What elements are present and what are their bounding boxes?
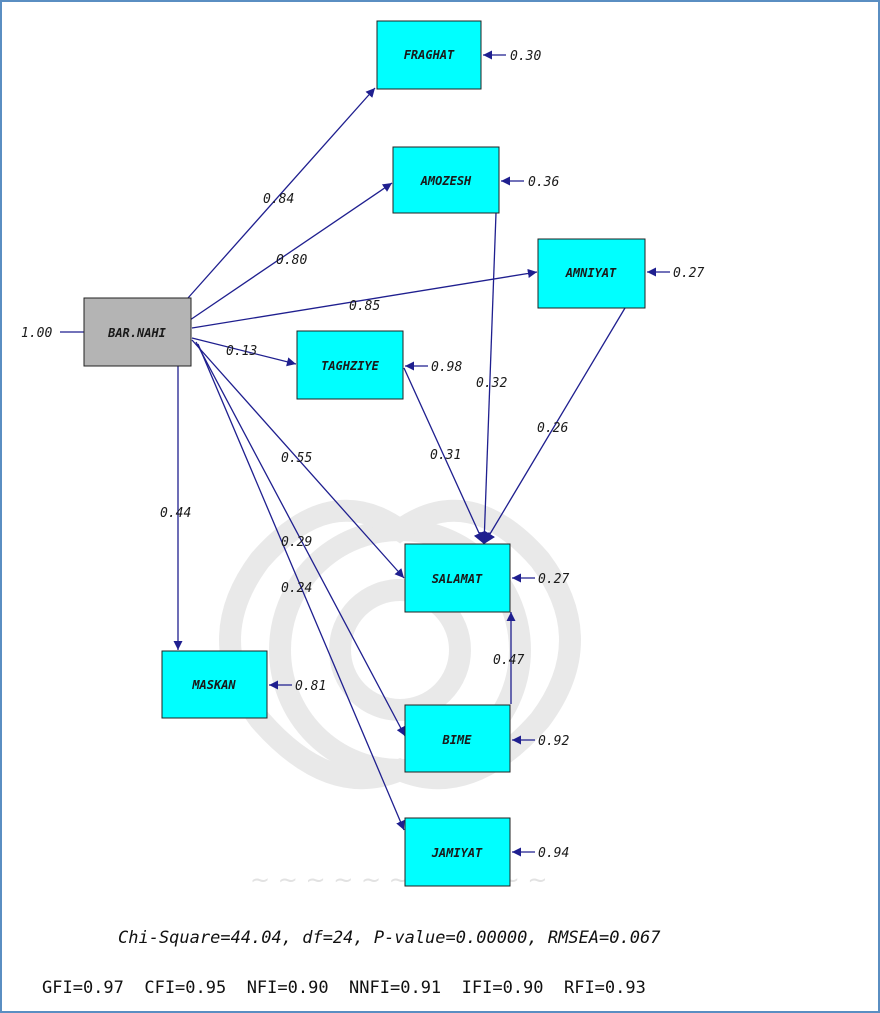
node-barnahi: BAR.NAHI	[83, 297, 192, 367]
coef-amozesh-salamat: 0.32	[476, 376, 507, 391]
error-barnahi: 1.00	[21, 326, 52, 341]
node-bime: BIME	[404, 704, 511, 773]
coef-barnahi-salamat: 0.55	[281, 451, 312, 466]
node-maskan: MASKAN	[161, 650, 268, 719]
fit-stats-line2: GFI=0.97 CFI=0.95 NFI=0.90 NNFI=0.91 IFI…	[42, 978, 646, 998]
coef-barnahi-bime: 0.29	[281, 535, 312, 550]
path-barnahi-bime	[195, 341, 406, 737]
node-fraghat: FRAGHAT	[376, 20, 482, 90]
coef-barnahi-amniyat: 0.85	[349, 299, 380, 314]
error-amozesh: 0.36	[528, 175, 559, 190]
watermark-logo	[219, 499, 581, 790]
node-taghziye: TAGHZIYE	[296, 330, 404, 400]
fit-stats-line1: Chi-Square=44.04, df=24, P-value=0.00000…	[118, 928, 661, 948]
node-jamiyat: JAMIYAT	[404, 817, 511, 887]
coef-barnahi-amozesh: 0.80	[276, 253, 307, 268]
error-jamiyat: 0.94	[538, 846, 569, 861]
node-label: BAR.NAHI	[107, 326, 167, 340]
coef-bime-salamat: 0.47	[493, 653, 524, 668]
node-label: AMNIYAT	[565, 266, 617, 280]
path-lines	[173, 87, 626, 831]
path-amniyat-salamat	[483, 307, 626, 545]
node-label: JAMIYAT	[431, 846, 483, 860]
path-barnahi-taghziye	[191, 337, 297, 367]
path-barnahi-amniyat	[191, 268, 538, 329]
error-arrows	[60, 50, 670, 857]
node-label: MASKAN	[191, 678, 236, 692]
path-barnahi-jamiyat	[197, 343, 405, 831]
path-labels: 0.84 0.80 0.85 0.13 0.55 0.44 0.29 0.24 …	[160, 192, 568, 668]
coef-barnahi-maskan: 0.44	[160, 506, 191, 521]
coef-barnahi-taghziye: 0.13	[226, 344, 257, 359]
path-barnahi-salamat	[191, 339, 405, 579]
node-amniyat: AMNIYAT	[537, 238, 646, 309]
coef-taghziye-salamat: 0.31	[430, 448, 461, 463]
node-label: SALAMAT	[432, 572, 483, 586]
error-salamat: 0.27	[538, 572, 569, 587]
coef-barnahi-fraghat: 0.84	[263, 192, 294, 207]
path-barnahi-fraghat	[187, 87, 376, 299]
error-labels: 1.00 0.30 0.36 0.27 0.98 0.27 0.81 0.92 …	[21, 49, 704, 861]
error-amniyat: 0.27	[673, 266, 704, 281]
error-maskan: 0.81	[295, 679, 326, 694]
error-fraghat: 0.30	[510, 49, 541, 64]
path-amozesh-salamat	[478, 212, 497, 545]
node-label: FRAGHAT	[404, 48, 455, 62]
node-amozesh: AMOZESH	[392, 146, 500, 214]
node-label: TAGHZIYE	[321, 359, 380, 373]
node-salamat: SALAMAT	[404, 543, 511, 613]
error-bime: 0.92	[538, 734, 569, 749]
error-taghziye: 0.98	[431, 360, 462, 375]
coef-amniyat-salamat: 0.26	[537, 421, 568, 436]
path-taghziye-salamat	[403, 367, 485, 545]
path-barnahi-amozesh	[189, 182, 393, 321]
node-label: AMOZESH	[420, 174, 472, 188]
node-label: BIME	[442, 733, 473, 747]
coef-barnahi-jamiyat: 0.24	[281, 581, 312, 596]
